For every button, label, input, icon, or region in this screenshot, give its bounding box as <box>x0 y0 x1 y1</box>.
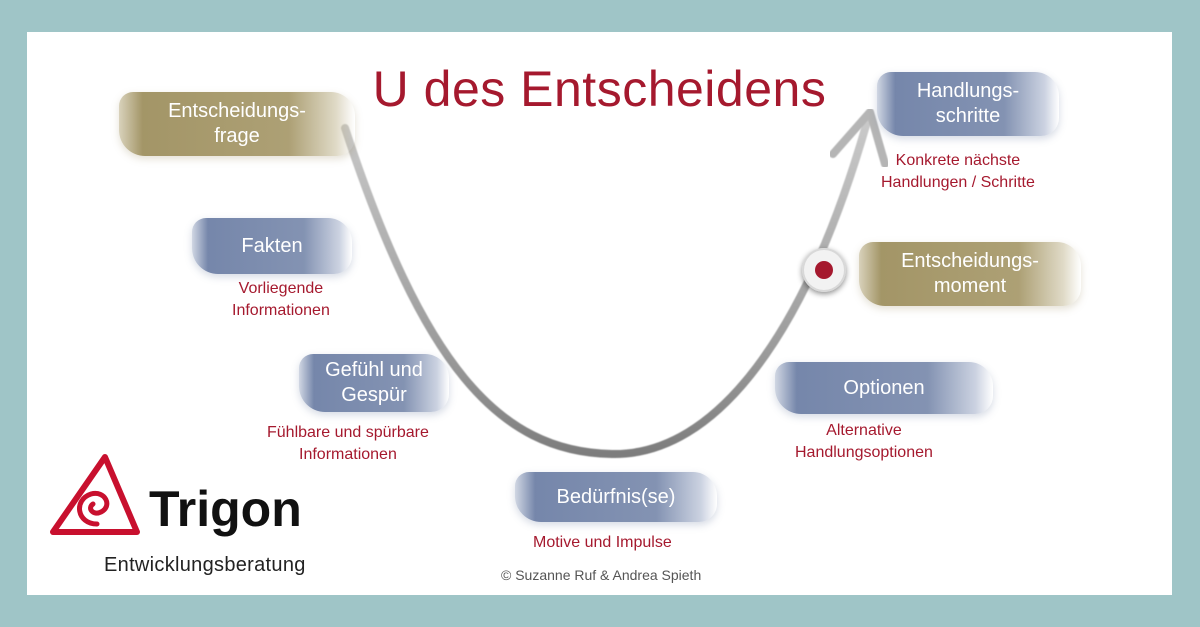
copyright-notice: © Suzanne Ruf & Andrea Spieth <box>501 567 702 583</box>
u-curve <box>341 108 889 459</box>
decision-dot-icon <box>815 261 833 279</box>
diagram-frame: U des Entscheidens Entscheidungs- frage … <box>27 32 1172 595</box>
stage-optionen: Optionen <box>775 362 993 414</box>
stage-beduerfnis: Bedürfnis(se) <box>515 472 717 522</box>
page-title: U des Entscheidens <box>372 61 827 117</box>
stage-entscheidungsfrage: Entscheidungs- frage <box>119 92 355 156</box>
stage-label: Handlungs- schritte <box>916 80 1020 127</box>
brand-tagline: Entwicklungsberatung <box>104 554 306 576</box>
stage-entscheidungsmoment: Entscheidungs- moment <box>859 242 1081 306</box>
stage-note-gefuehl: Fühlbare und spürbare Informationen <box>267 424 429 463</box>
brand-name: Trigon <box>149 481 302 537</box>
stage-fakten: Fakten <box>192 218 352 274</box>
stage-label: Optionen <box>843 376 925 399</box>
stage-gefuehl: Gefühl und Gespür <box>299 354 449 412</box>
stage-handlungsschritte: Handlungs- schritte <box>877 72 1059 136</box>
stage-note-handlungsschritte: Konkrete nächste Handlungen / Schritte <box>881 152 1035 191</box>
stage-note-optionen: Alternative Handlungsoptionen <box>795 422 933 461</box>
stage-label: Gefühl und Gespür <box>325 359 423 406</box>
stage-label: Entscheidungs- moment <box>901 250 1039 297</box>
arrow-head-icon <box>829 108 889 168</box>
stage-note-fakten: Vorliegende Informationen <box>232 280 330 319</box>
trigon-spiral-triangle-icon <box>50 454 140 535</box>
stage-label: Entscheidungs- frage <box>168 100 306 147</box>
decision-point-marker <box>802 248 846 292</box>
u-curve-path <box>341 118 871 459</box>
stage-note-beduerfnis: Motive und Impulse <box>533 534 672 551</box>
stage-label: Bedürfnis(se) <box>556 485 676 508</box>
stage-label: Fakten <box>241 234 303 257</box>
